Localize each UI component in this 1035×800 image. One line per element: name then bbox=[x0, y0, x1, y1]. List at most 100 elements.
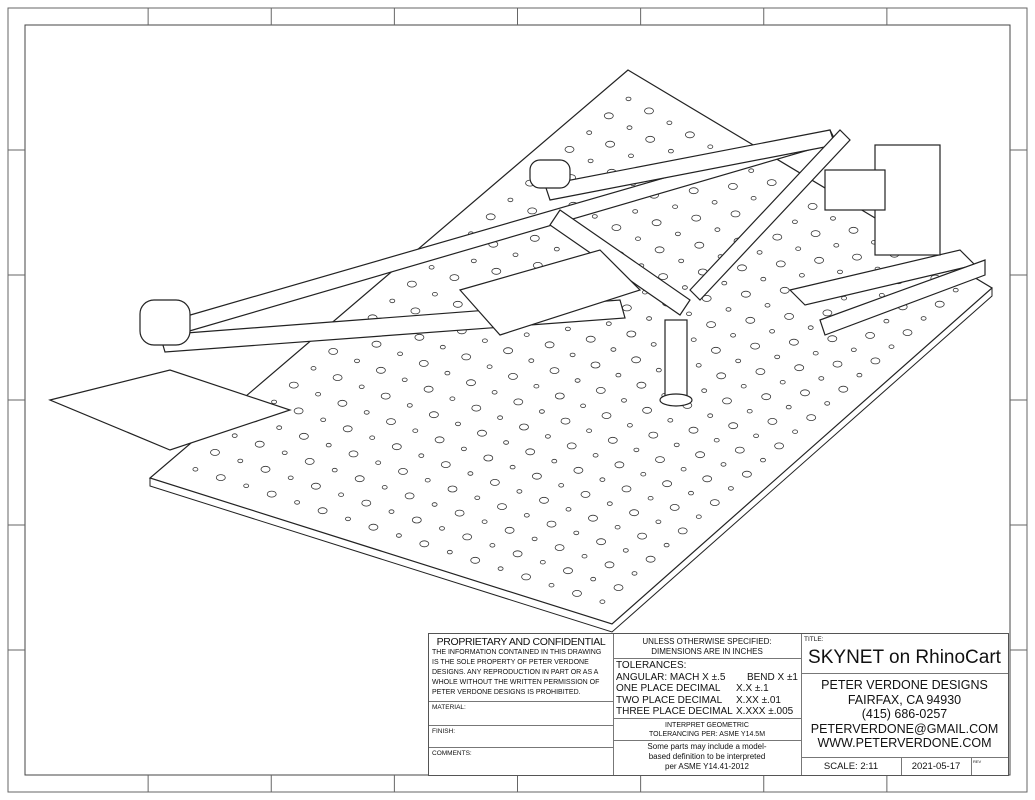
unless-specified-line: DIMENSIONS ARE IN INCHES bbox=[651, 647, 763, 656]
plate-hole bbox=[615, 372, 622, 378]
plate-hole bbox=[774, 354, 781, 360]
plate-hole bbox=[481, 338, 488, 343]
plate-hole bbox=[838, 385, 849, 393]
plate-hole bbox=[810, 230, 821, 238]
plate-hole bbox=[288, 381, 299, 389]
plate-hole bbox=[663, 542, 670, 548]
plate-hole bbox=[714, 227, 721, 232]
plate-hole bbox=[507, 197, 514, 203]
plate-hole bbox=[603, 112, 614, 120]
plate-hole bbox=[470, 556, 481, 564]
proprietary-heading: PROPRIETARY AND CONFIDENTIAL bbox=[436, 636, 606, 648]
plate-hole bbox=[632, 209, 639, 214]
plate-hole bbox=[800, 389, 810, 397]
seat-tube bbox=[689, 129, 851, 301]
plate-hole bbox=[332, 374, 343, 382]
plate-hole bbox=[497, 503, 507, 511]
plate-hole bbox=[398, 467, 408, 475]
plate-hole bbox=[328, 347, 339, 355]
plate-hole bbox=[454, 509, 465, 517]
plate-hole bbox=[419, 540, 430, 548]
plate-hole bbox=[688, 490, 694, 496]
plate-hole bbox=[722, 397, 732, 405]
plate-hole bbox=[740, 384, 747, 389]
plate-hole bbox=[192, 467, 199, 472]
plate-hole bbox=[271, 399, 278, 405]
plate-hole bbox=[631, 571, 638, 576]
plate-hole bbox=[569, 352, 576, 358]
plate-hole bbox=[395, 533, 402, 538]
plate-hole bbox=[774, 442, 784, 450]
support-post bbox=[664, 319, 688, 401]
plate-hole bbox=[474, 495, 481, 500]
plate-hole bbox=[631, 356, 641, 364]
proprietary-section: PROPRIETARY AND CONFIDENTIAL THE INFORMA… bbox=[429, 634, 614, 775]
plate-hole bbox=[711, 346, 721, 354]
plate-hole bbox=[477, 429, 487, 437]
plate-hole bbox=[691, 214, 702, 222]
plate-hole bbox=[210, 448, 220, 456]
plate-hole bbox=[444, 370, 451, 376]
plate-hole bbox=[389, 298, 396, 304]
plate-hole bbox=[554, 392, 565, 400]
plate-hole bbox=[566, 442, 577, 450]
title-section: TITLE: SKYNET on RhinoCart PETER VERDONE… bbox=[801, 634, 1008, 775]
plate-hole bbox=[748, 168, 755, 173]
tolerance-label: ANGULAR: MACH X ±.5 bbox=[616, 671, 726, 683]
plate-hole bbox=[792, 429, 798, 434]
plate-hole bbox=[439, 344, 446, 350]
plate-hole bbox=[512, 252, 519, 257]
plate-hole bbox=[586, 130, 593, 135]
plate-hole bbox=[254, 440, 265, 448]
plate-hole bbox=[560, 417, 571, 425]
plate-hole bbox=[769, 329, 775, 334]
plate-hole bbox=[531, 536, 538, 542]
plate-hole bbox=[363, 410, 370, 415]
plate-hole bbox=[574, 378, 581, 383]
plate-hole bbox=[760, 457, 766, 463]
plate-hole bbox=[650, 342, 657, 347]
plate-hole bbox=[952, 287, 959, 293]
plate-hole bbox=[529, 234, 540, 242]
plate-hole bbox=[647, 496, 654, 501]
plate-hole bbox=[410, 307, 421, 315]
plate-hole bbox=[310, 482, 321, 490]
plate-hole bbox=[563, 567, 573, 575]
plate-hole bbox=[310, 366, 317, 371]
plate-hole bbox=[491, 267, 502, 275]
plate-hole bbox=[605, 321, 612, 326]
plate-hole bbox=[662, 480, 672, 488]
plate-hole bbox=[590, 576, 597, 582]
plate-hole bbox=[380, 392, 391, 400]
plate-hole bbox=[317, 507, 328, 515]
plate-hole bbox=[431, 292, 438, 297]
front-rail-2 bbox=[819, 259, 986, 336]
tolerance-value: X.XXX ±.005 bbox=[736, 706, 794, 717]
plate-hole bbox=[669, 503, 680, 511]
plate-hole bbox=[337, 399, 348, 407]
plate-hole bbox=[513, 398, 524, 406]
proprietary-line: PETER VERDONE DESIGNS IS PROHIBITED. bbox=[432, 689, 581, 696]
plate-hole bbox=[655, 456, 665, 464]
scale: SCALE: 2:11 bbox=[801, 758, 902, 775]
plate-hole bbox=[824, 401, 831, 406]
plate-hole bbox=[785, 404, 792, 410]
plate-hole bbox=[504, 526, 515, 534]
plate-hole bbox=[294, 500, 301, 505]
plate-hole bbox=[581, 554, 588, 559]
plate-hole bbox=[613, 584, 624, 591]
plate-hole bbox=[711, 200, 718, 205]
plate-hole bbox=[750, 342, 760, 350]
company-name: PETER VERDONE DESIGNS bbox=[821, 678, 988, 692]
plate-hole bbox=[481, 519, 488, 524]
plate-hole bbox=[604, 561, 615, 569]
plate-hole bbox=[388, 509, 395, 514]
plate-hole bbox=[622, 548, 629, 553]
tolerance-section: UNLESS OTHERWISE SPECIFIED: DIMENSIONS A… bbox=[613, 634, 802, 775]
plate-hole bbox=[794, 364, 805, 372]
plate-hole bbox=[730, 210, 741, 218]
plate-hole bbox=[870, 357, 881, 365]
plate-hole bbox=[709, 499, 720, 507]
geometric-line: INTERPRET GEOMETRIC bbox=[665, 722, 749, 729]
post-base bbox=[659, 393, 693, 407]
